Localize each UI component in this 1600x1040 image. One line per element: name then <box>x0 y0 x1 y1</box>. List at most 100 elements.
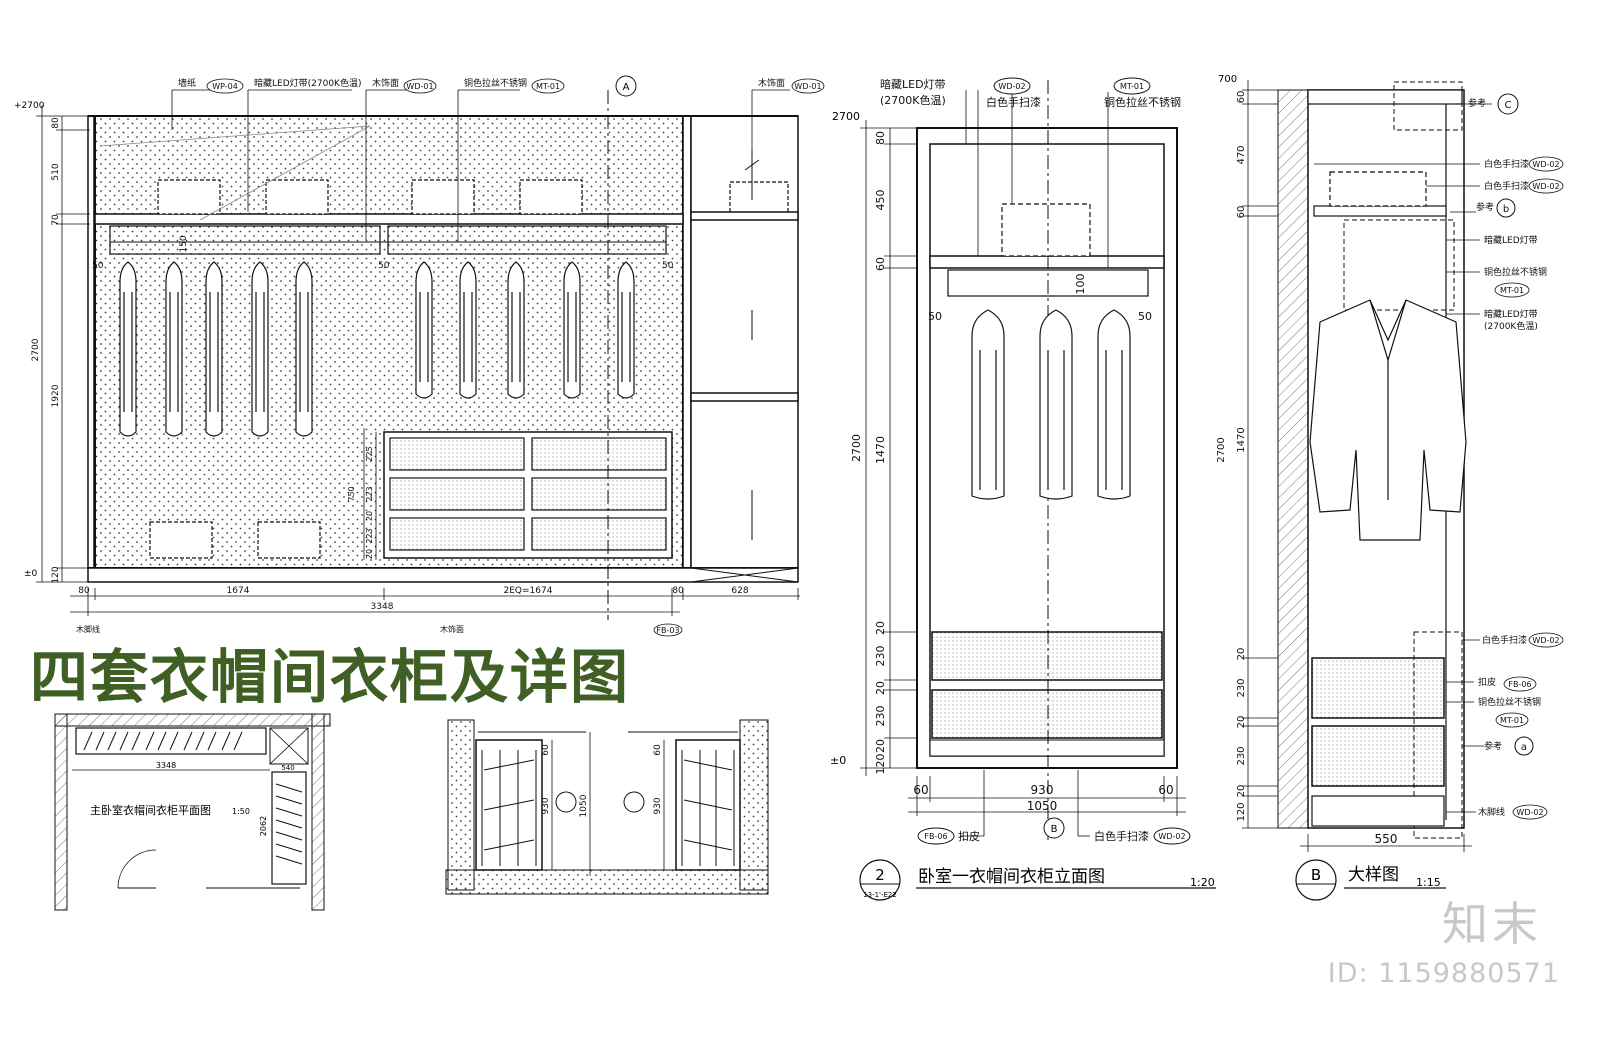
detail-b-note-7: 暗藏LED灯带 <box>1484 308 1538 320</box>
detail-b-note-13: 木脚线 <box>1478 806 1505 818</box>
elev1-section-mark: A <box>623 82 630 93</box>
elev2-ref: 13-1'-E22 <box>863 891 897 899</box>
elev2-note-2: (2700K色温) <box>880 93 946 107</box>
elev2-hang-3: 100 <box>1074 274 1087 295</box>
detail-b-note-9: 白色手扫漆 <box>1482 634 1527 646</box>
elev2-level-top: 2700 <box>832 110 860 123</box>
elev2-scale: 1:20 <box>1190 876 1215 889</box>
elev1-height: 2700 <box>31 338 41 361</box>
elev1-note-4: 铜色拉丝不锈钢 <box>464 77 527 89</box>
elev1-drawer-total: 750 <box>347 486 356 501</box>
elev1-dim-h2: 1674 <box>227 586 250 596</box>
elev2-title: 卧室一衣帽间衣柜立面图 <box>918 867 1105 887</box>
detail-b-ref-1: C <box>1505 100 1512 111</box>
detail-b-width: 550 <box>1375 832 1398 846</box>
elev2-num: 2 <box>875 866 885 884</box>
detail-b-height: 2700 <box>1216 437 1227 462</box>
detail-a-dim-3: 1050 <box>579 794 589 817</box>
elev1-hang-2: 50 <box>378 261 390 271</box>
elev2-dim-v2: 450 <box>874 190 887 211</box>
brand-logo: 知末 <box>1442 897 1542 951</box>
elev1-dim-v1: 80 <box>51 117 61 129</box>
elev2-hang-1: 50 <box>928 310 942 323</box>
elev1-bottom-code: FB-03 <box>656 626 679 635</box>
elev2-dim-h2: 930 <box>1031 783 1054 797</box>
detail-b-code-1: WD-02 <box>1532 160 1559 169</box>
detail-b-note-6: 铜色拉丝不锈钢 <box>1484 266 1547 278</box>
elev2-dim-h4: 1050 <box>1027 799 1058 813</box>
elev1-code-4: WD-01 <box>794 82 821 91</box>
elev2-dim-h3: 60 <box>1158 783 1173 797</box>
elev2-dim-v10: 120 <box>874 754 887 775</box>
elev1-dim-h4: 80 <box>672 586 684 596</box>
detail-b-title: 大样图 <box>1348 865 1399 885</box>
detail-b-num: B <box>1311 866 1321 884</box>
elev1-note-2: 暗藏LED灯带(2700K色温) <box>254 77 361 89</box>
detail-b-dim-v3: 60 <box>1236 206 1247 219</box>
elev1-drawer-5: 20 <box>365 549 374 559</box>
detail-b-dim-v9: 20 <box>1236 785 1247 798</box>
plan-view: 3348 540 2062 主卧室衣帽间衣柜平面图 1:50 <box>54 713 331 911</box>
elev2-note-3: 白色手扫漆 <box>986 95 1041 109</box>
elev1-code-3: MT-01 <box>536 82 560 91</box>
elev2-note-6: 白色手扫漆 <box>1094 829 1149 843</box>
detail-a-dim-2: 930 <box>541 797 551 814</box>
elev1-note-1: 墙纸 <box>178 77 196 89</box>
detail-b-note-10: 扣皮 <box>1478 676 1496 688</box>
elev2-dim-v7: 20 <box>874 681 887 695</box>
plan-dim-1: 3348 <box>156 761 176 770</box>
elev1-dim-v2: 510 <box>51 163 61 180</box>
elev2-dim-v4: 1470 <box>874 436 887 464</box>
elev2-dim-v6: 230 <box>874 646 887 667</box>
elev1-dim-v3: 70 <box>51 214 61 226</box>
elev1-dim-h5: 628 <box>731 586 748 596</box>
detail-a-dim-4: 60 <box>653 744 663 756</box>
detail-b-scale: 1:15 <box>1416 876 1441 889</box>
elev1-level-top: +2700 <box>14 101 45 111</box>
elev1-dim-v5: 1920 <box>51 384 61 407</box>
brand-id: ID: 1159880571 <box>1327 958 1560 989</box>
elev1-code-1: WP-04 <box>212 82 238 91</box>
detail-b-note-8: (2700K色温) <box>1484 320 1538 332</box>
elev2-dim-v8: 230 <box>874 706 887 727</box>
elev2-note-1: 暗藏LED灯带 <box>880 77 946 91</box>
detail-b-dim-v7: 20 <box>1236 716 1247 729</box>
detail-b-code-4: WD-02 <box>1532 636 1559 645</box>
elev1-hang-1: 50 <box>92 261 104 271</box>
elev1-level-zero: ±0 <box>24 569 38 579</box>
elev2-code-4: WD-02 <box>1158 832 1185 841</box>
elev2-note-5: 扣皮 <box>958 829 980 843</box>
detail-a-dim-1: 60 <box>541 744 551 756</box>
elev1-dim-v4: 150 <box>179 235 189 252</box>
skirting <box>87 567 799 583</box>
detail-b-note-12: 参考 <box>1484 740 1502 752</box>
elev2-hang-2: 50 <box>1138 310 1152 323</box>
elev1-overall: 3348 <box>371 602 394 612</box>
jacket <box>1309 299 1467 541</box>
detail-b-note-11: 铜色拉丝不锈钢 <box>1478 696 1541 708</box>
elev2-garments <box>971 309 1131 500</box>
detail-b-dim-v8: 230 <box>1236 746 1247 765</box>
detail-a-dim-5: 930 <box>653 797 663 814</box>
plan-dim-3: 2062 <box>259 816 268 836</box>
detail-b-dim-v2: 470 <box>1236 145 1247 164</box>
elev2-dim-v3: 60 <box>874 257 887 271</box>
detail-b-dim-v1: 60 <box>1236 91 1247 104</box>
elev1-dim-v6: 120 <box>51 566 61 583</box>
elev1-note-3: 木饰面 <box>372 77 399 89</box>
elev1-bottom-note-2: 木饰面 <box>440 624 464 634</box>
detail-b-note-5: 暗藏LED灯带 <box>1484 234 1538 246</box>
elev1-hang-3: 50 <box>662 261 674 271</box>
elevation-1: 墙纸 暗藏LED灯带(2700K色温) 木饰面 铜色拉丝不锈钢 木饰面 WP-0… <box>14 75 825 637</box>
elev1-drawer-1: 225 <box>365 446 374 461</box>
detail-b-ref-3: a <box>1521 742 1527 753</box>
plan-title: 主卧室衣帽间衣柜平面图 <box>90 803 211 817</box>
elev1-dim-h1: 80 <box>78 586 90 596</box>
detail-b-note-1: 参考 <box>1468 97 1486 109</box>
elev2-code-2: MT-01 <box>1120 82 1144 91</box>
plan-dim-2: 540 <box>281 764 294 772</box>
elev1-dim-h3: 2EQ=1674 <box>504 586 553 596</box>
elev2-height: 2700 <box>850 434 863 462</box>
elev2-note-4: 铜色拉丝不锈钢 <box>1104 95 1181 109</box>
